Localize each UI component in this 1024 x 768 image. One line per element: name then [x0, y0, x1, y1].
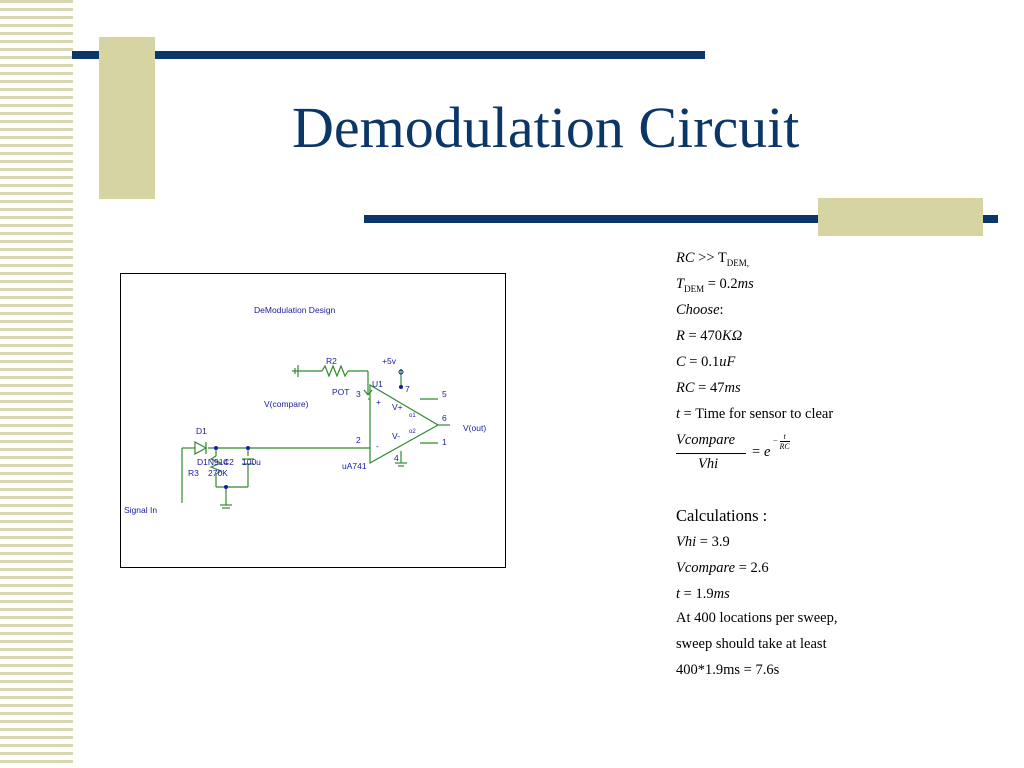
label-pin3: 3	[356, 389, 361, 399]
eq-rc: RC = 47ms	[676, 380, 741, 396]
label-r3-value: 270K	[208, 468, 228, 478]
label-r2: R2	[326, 356, 337, 366]
note-line-1: At 400 locations per sweep,	[676, 610, 838, 626]
label-pin1: 1	[442, 437, 447, 447]
label-c2: C2	[223, 457, 234, 467]
label-minus-input: -	[376, 441, 379, 451]
eq-t-definition: t = Time for sensor to clear	[676, 406, 834, 422]
label-vcompare: V(compare)	[264, 399, 309, 409]
note-line-3: 400*1.9ms = 7.6s	[676, 662, 780, 678]
label-u1: U1	[372, 379, 383, 389]
label-d1: D1	[196, 426, 207, 436]
fraction-bar	[676, 453, 746, 454]
label-o1: o1	[409, 413, 416, 419]
eq-t-value: t = 1.9ms	[676, 586, 730, 602]
junction-dot-icon	[224, 485, 228, 489]
eq-rc-much-greater: RC >> TDEM,	[676, 250, 749, 268]
junction-dot-icon	[246, 446, 250, 450]
label-plus5v: +5v	[382, 356, 397, 366]
eq-vcompare: Vcompare = 2.6	[676, 560, 769, 576]
junction-dot-icon	[399, 385, 403, 389]
middle-accent-bar	[364, 215, 998, 223]
label-c2-value: 100u	[242, 457, 261, 467]
slide-title: Demodulation Circuit	[292, 95, 800, 160]
schematic-heading: DeModulation Design	[254, 305, 336, 315]
schematic-wires	[181, 364, 450, 509]
label-plus-input: +	[376, 397, 381, 407]
label-pin7: 7	[405, 384, 410, 394]
label-ua741: uA741	[342, 461, 367, 471]
note-line-2: sweep should take at least	[676, 636, 827, 652]
eq-vhi: Vhi = 3.9	[676, 534, 730, 550]
junction-dot-icon	[214, 446, 218, 450]
calculations-heading: Calculations :	[676, 506, 768, 525]
left-accent-block	[99, 37, 155, 199]
label-pot: POT	[332, 387, 349, 397]
label-vplus: V+	[392, 402, 403, 412]
label-d1-part: D1N914	[197, 457, 228, 467]
right-accent-block	[818, 198, 983, 236]
label-pin2: 2	[356, 435, 361, 445]
exponent: − t RC	[773, 432, 790, 451]
op-amp-symbol	[369, 383, 440, 465]
label-pin4: 4	[394, 453, 399, 463]
supply-terminal-icon	[398, 369, 404, 375]
eq-exponential-ratio: Vcompare Vhi = e − t RC	[676, 432, 790, 472]
label-vout: V(out)	[463, 423, 486, 433]
label-pin6: 6	[442, 413, 447, 423]
label-signal-in: Signal In	[124, 505, 157, 515]
label-pin5: 5	[442, 389, 447, 399]
eq-choose: Choose:	[676, 302, 724, 318]
striped-margin	[0, 0, 73, 768]
eq-tdem: TDEM = 0.2ms	[676, 276, 754, 294]
top-accent-bar	[72, 51, 705, 59]
label-r3: R3	[188, 468, 199, 478]
circuit-schematic: DeModulation Design R2 POT 3 +5v U1 7 V(…	[120, 273, 506, 568]
eq-r: R = 470KΩ	[676, 328, 743, 344]
label-vminus: V-	[392, 431, 400, 441]
eq-c: C = 0.1uF	[676, 354, 736, 370]
schematic-frame	[120, 273, 506, 568]
schematic-labels: DeModulation Design R2 POT 3 +5v U1 7 V(…	[124, 305, 486, 515]
label-o2: o2	[409, 429, 416, 435]
